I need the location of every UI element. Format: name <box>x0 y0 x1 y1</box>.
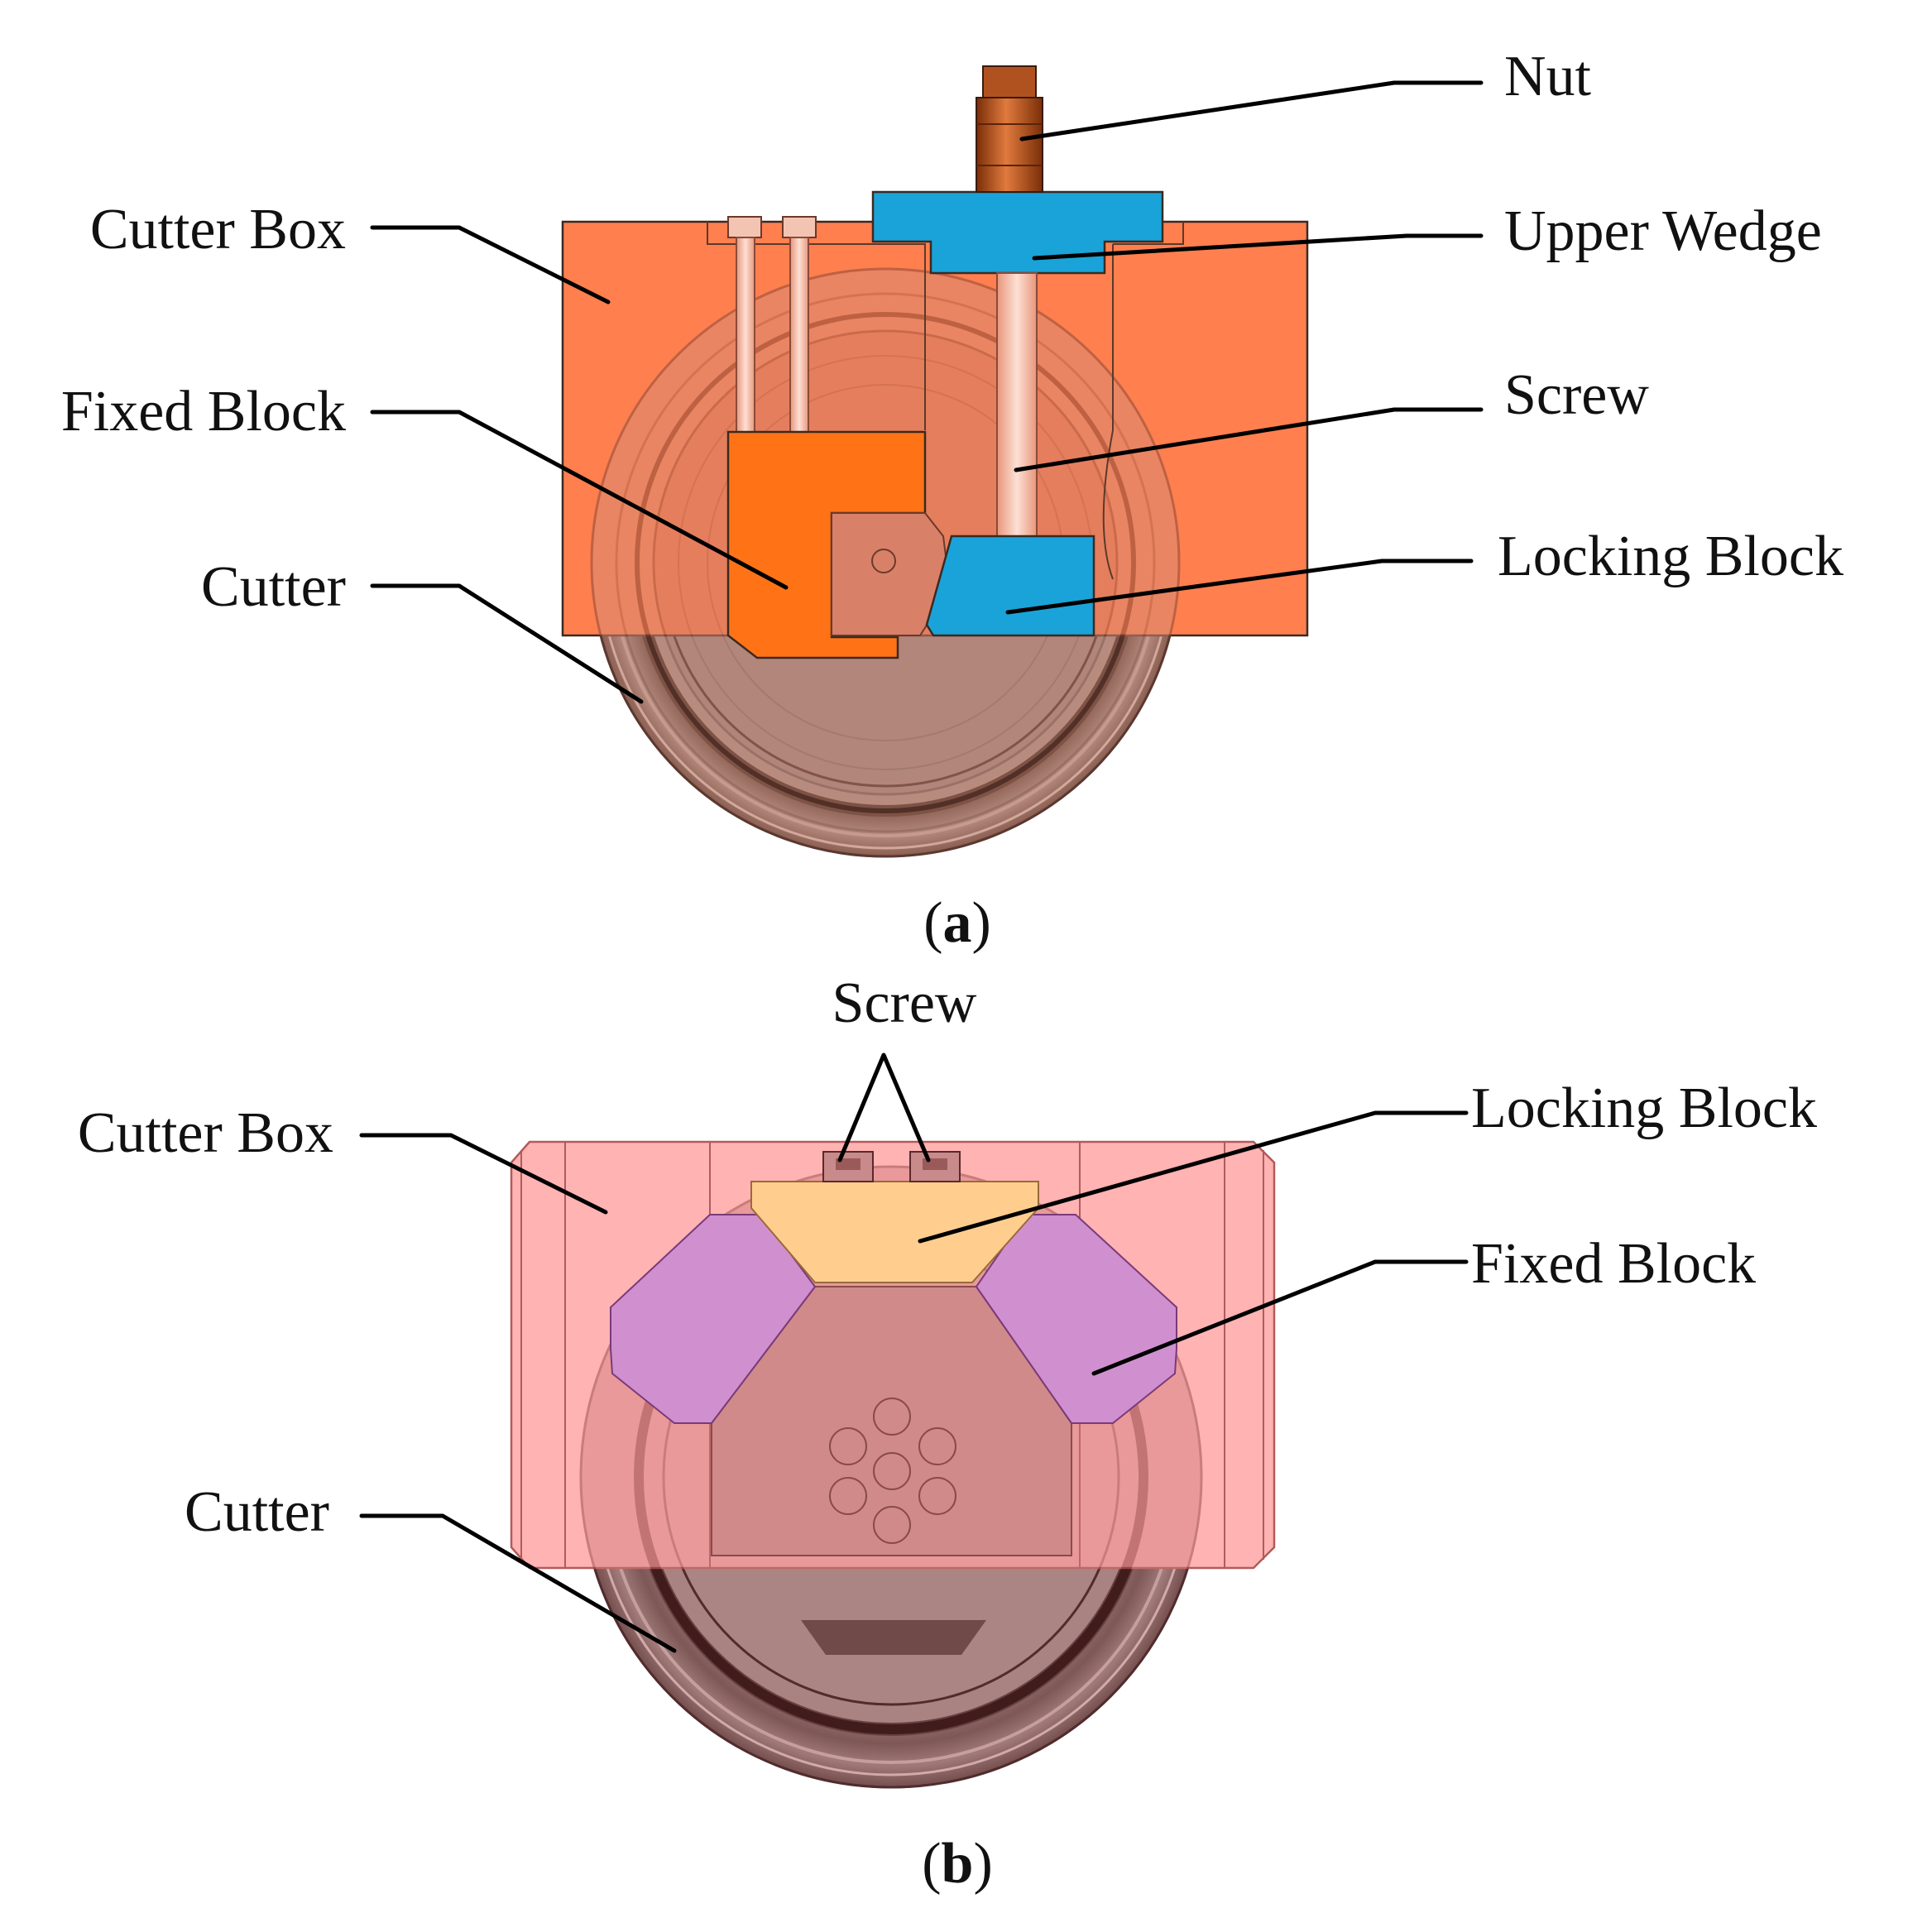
leader-fixed-block-a <box>370 410 789 590</box>
label-screw-b: Screw <box>832 971 977 1035</box>
caption-a: (a) <box>923 891 991 955</box>
label-screw-a: Screw <box>1504 363 1649 427</box>
leader-cutter-b <box>359 1513 677 1653</box>
leader-fixed-block-b <box>1091 1259 1469 1376</box>
leader-nut-a <box>1019 80 1484 141</box>
label-fixed-block-a: Fixed Block <box>61 380 346 443</box>
label-upper-wedge-a: Upper Wedge <box>1504 199 1822 263</box>
hole-pattern-b <box>829 1398 956 1544</box>
panel-b: Screw Locking Block Fixed Block Cutter B… <box>78 971 1817 1896</box>
leader-locking-block-a <box>1005 559 1474 615</box>
leader-screw-a <box>1014 407 1484 472</box>
nut-a <box>976 65 1043 193</box>
screw-right-a <box>996 272 1038 539</box>
caption-b: (b) <box>922 1832 993 1896</box>
leader-locking-block-b <box>918 1110 1469 1244</box>
panel-a: Nut Upper Wedge Screw Locking Block Cutt… <box>61 45 1843 955</box>
label-cutter-a: Cutter <box>201 555 346 619</box>
label-fixed-block-b: Fixed Block <box>1471 1232 1756 1296</box>
locking-block-b <box>750 1181 1039 1283</box>
fixed-block-a <box>726 430 927 659</box>
leader-cutter-box-b <box>359 1133 608 1215</box>
leader-screw-b <box>837 1052 931 1163</box>
leader-cutter-box-a <box>370 225 611 304</box>
screws-left-a <box>727 216 817 437</box>
locking-block-a <box>925 535 1095 637</box>
label-cutter-box-a: Cutter Box <box>90 198 346 261</box>
label-nut-a: Nut <box>1504 45 1592 108</box>
label-cutter-b: Cutter <box>185 1480 329 1544</box>
leader-cutter-a <box>370 583 644 704</box>
label-locking-block-b: Locking Block <box>1471 1076 1817 1140</box>
label-locking-block-a: Locking Block <box>1498 525 1843 588</box>
label-cutter-box-b: Cutter Box <box>78 1101 333 1165</box>
screws-b <box>822 1151 961 1182</box>
leader-upper-wedge-a <box>1032 233 1484 261</box>
